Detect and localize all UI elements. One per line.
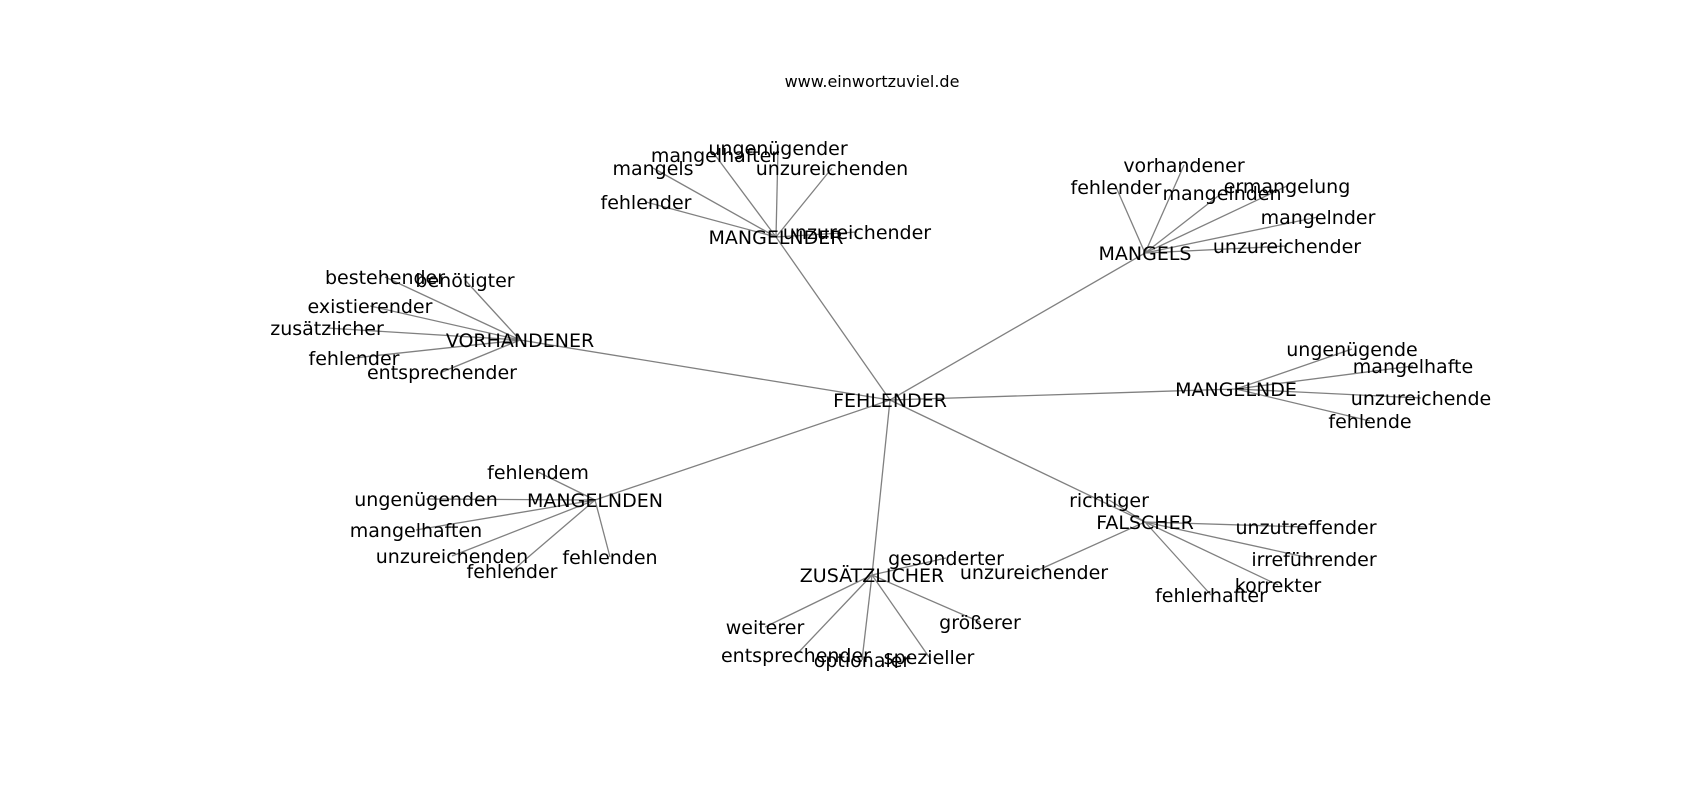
node-leaf-fehlender: fehlender (1071, 177, 1162, 199)
node-leaf-fehlerhafter: fehlerhafter (1155, 585, 1267, 607)
graph-edges (326, 147, 1422, 661)
edge-center-to-vorhandener (519, 339, 891, 401)
node-leaf-mangelhafter: mangelhafter (651, 145, 779, 167)
node-leaf-unzureichender: unzureichender (783, 222, 931, 244)
node-leaf-entsprechender: entsprechender (367, 362, 517, 384)
edge-mangelnde-to-ungenuegende (1235, 348, 1353, 390)
edge-vorhandener-to-benoetigter (464, 279, 521, 341)
node-leaf-unzureichender: unzureichender (960, 562, 1108, 584)
node-leaf-optionaler: optionaler (814, 650, 911, 672)
edge-vorhandener-to-fehlender (353, 339, 521, 359)
node-leaf-mangelhafte: mangelhafte (1353, 356, 1473, 378)
edge-mangelnden-to-fehlenden (594, 499, 611, 558)
node-leaf-entsprechender: entsprechender (721, 645, 871, 667)
node-leaf-vorhandener: vorhandener (1123, 155, 1245, 177)
node-leaf-spezieller: spezieller (884, 647, 975, 669)
edge-mangelnder-to-mangelhafter (714, 154, 777, 238)
edge-center-to-zusaetzlicher (871, 399, 891, 576)
edge-center-to-mangelnde (889, 388, 1237, 401)
edge-mangels-to-mangelnden (1144, 192, 1223, 254)
edge-mangelnder-to-unzureichenden (775, 167, 833, 238)
edge-mangelnder-to-fehlender (645, 201, 777, 238)
graph-labels: FEHLENDERMANGELNDERmangelhafterungenügen… (270, 138, 1491, 672)
edge-vorhandener-to-entsprechender (441, 339, 521, 373)
node-leaf-benoetigter: benötigter (415, 270, 514, 292)
edge-mangels-to-mangelnder (1144, 216, 1319, 254)
edge-mangelnden-to-ungenuegenden (425, 498, 596, 501)
edge-mangelnder-to-unzureichender (775, 231, 858, 238)
node-hub-mangelnde: MANGELNDE (1175, 379, 1297, 401)
node-hub-vorhandener: VORHANDENER (446, 330, 594, 352)
node-leaf-unzureichenden: unzureichenden (376, 546, 528, 568)
edge-center-to-mangels (889, 252, 1146, 401)
edge-falscher-to-irrefuehrender (1144, 521, 1315, 560)
node-leaf-ungenuegende: ungenügende (1286, 339, 1417, 361)
node-leaf-existierender: existierender (308, 296, 433, 318)
edge-vorhandener-to-existierender (369, 305, 521, 341)
edge-vorhandener-to-bestehender (384, 276, 521, 341)
node-leaf-gesonderter: gesonderter (888, 548, 1004, 570)
node-hub-mangels: MANGELS (1099, 243, 1192, 265)
node-leaf-fehlender: fehlender (309, 348, 400, 370)
edge-mangelnden-to-mangelhaften (415, 499, 596, 531)
edge-mangels-to-vorhandener (1144, 164, 1185, 254)
edge-vorhandener-to-zusaetzlicher (326, 327, 521, 341)
node-hub-mangelnder: MANGELNDER (709, 227, 844, 249)
node-leaf-groesserer: größerer (939, 612, 1021, 634)
edge-falscher-to-richtiger (1108, 499, 1146, 523)
node-leaf-mangelnder: mangelnder (1261, 207, 1376, 229)
edge-mangelnden-to-fehlendem (537, 471, 596, 501)
node-center-fehlender: FEHLENDER (833, 390, 947, 412)
node-leaf-unzureichenden: unzureichenden (756, 158, 908, 180)
edge-zusaetzlicher-to-groesserer (871, 574, 981, 623)
node-leaf-fehlenden: fehlenden (562, 547, 657, 569)
edge-center-to-mangelnden (594, 399, 891, 501)
edge-zusaetzlicher-to-weiterer (764, 574, 873, 628)
edge-zusaetzlicher-to-spezieller (871, 574, 930, 658)
edge-mangelnde-to-fehlende (1235, 388, 1371, 422)
node-leaf-mangels: mangels (612, 158, 693, 180)
edge-falscher-to-fehlerhafter (1144, 521, 1212, 596)
edge-falscher-to-unzureichender (1033, 521, 1146, 573)
node-leaf-zusaetzlicher: zusätzlicher (270, 318, 384, 340)
node-leaf-fehlende: fehlende (1328, 411, 1411, 433)
node-leaf-irrefuehrender: irreführender (1251, 549, 1376, 571)
edge-center-to-mangelnder (775, 236, 891, 401)
node-hub-falscher: FALSCHER (1096, 512, 1194, 534)
edge-zusaetzlicher-to-entsprechender (795, 574, 873, 656)
edge-mangelnder-to-ungenuegender (775, 147, 779, 238)
node-leaf-ungenuegender: ungenügender (708, 138, 847, 160)
node-leaf-bestehender: bestehender (325, 267, 445, 289)
edge-mangels-to-ermangelung (1144, 185, 1288, 254)
edge-mangels-to-fehlender (1115, 186, 1146, 254)
node-leaf-fehlender: fehlender (467, 561, 558, 583)
node-leaf-ermangelung: ermangelung (1224, 176, 1351, 198)
node-leaf-mangelhaften: mangelhaften (350, 520, 482, 542)
edge-mangelnden-to-fehlender (511, 499, 596, 572)
edge-mangelnder-to-mangels (652, 167, 777, 238)
node-leaf-unzureichende: unzureichende (1351, 388, 1491, 410)
node-leaf-fehlendem: fehlendem (487, 462, 589, 484)
edge-mangelnde-to-unzureichende (1235, 388, 1422, 399)
edge-falscher-to-korrekter (1144, 521, 1279, 586)
node-leaf-unzutreffender: unzutreffender (1235, 517, 1376, 539)
edge-mangelnden-to-unzureichenden (451, 499, 596, 557)
node-leaf-ungenuegenden: ungenügenden (354, 489, 498, 511)
node-leaf-fehlender: fehlender (601, 192, 692, 214)
edge-mangelnde-to-mangelhafte (1235, 365, 1414, 390)
node-hub-mangelnden: MANGELNDEN (527, 490, 663, 512)
node-leaf-unzureichender: unzureichender (1213, 236, 1361, 258)
edge-center-to-falscher (889, 399, 1146, 523)
node-hub-zusaetzlicher: ZUSÄTZLICHER (800, 564, 944, 587)
node-leaf-richtiger: richtiger (1069, 490, 1149, 512)
node-leaf-weiterer: weiterer (726, 617, 805, 639)
edge-zusaetzlicher-to-gesonderter (871, 557, 947, 576)
edge-mangels-to-unzureichender (1144, 245, 1288, 254)
node-leaf-korrekter: korrekter (1235, 575, 1322, 597)
node-leaf-mangelnden: mangelnden (1162, 183, 1281, 205)
edge-falscher-to-unzutreffender (1144, 521, 1307, 528)
edge-zusaetzlicher-to-optionaler (861, 574, 873, 661)
page-title: www.einwortzuviel.de (785, 72, 960, 91)
